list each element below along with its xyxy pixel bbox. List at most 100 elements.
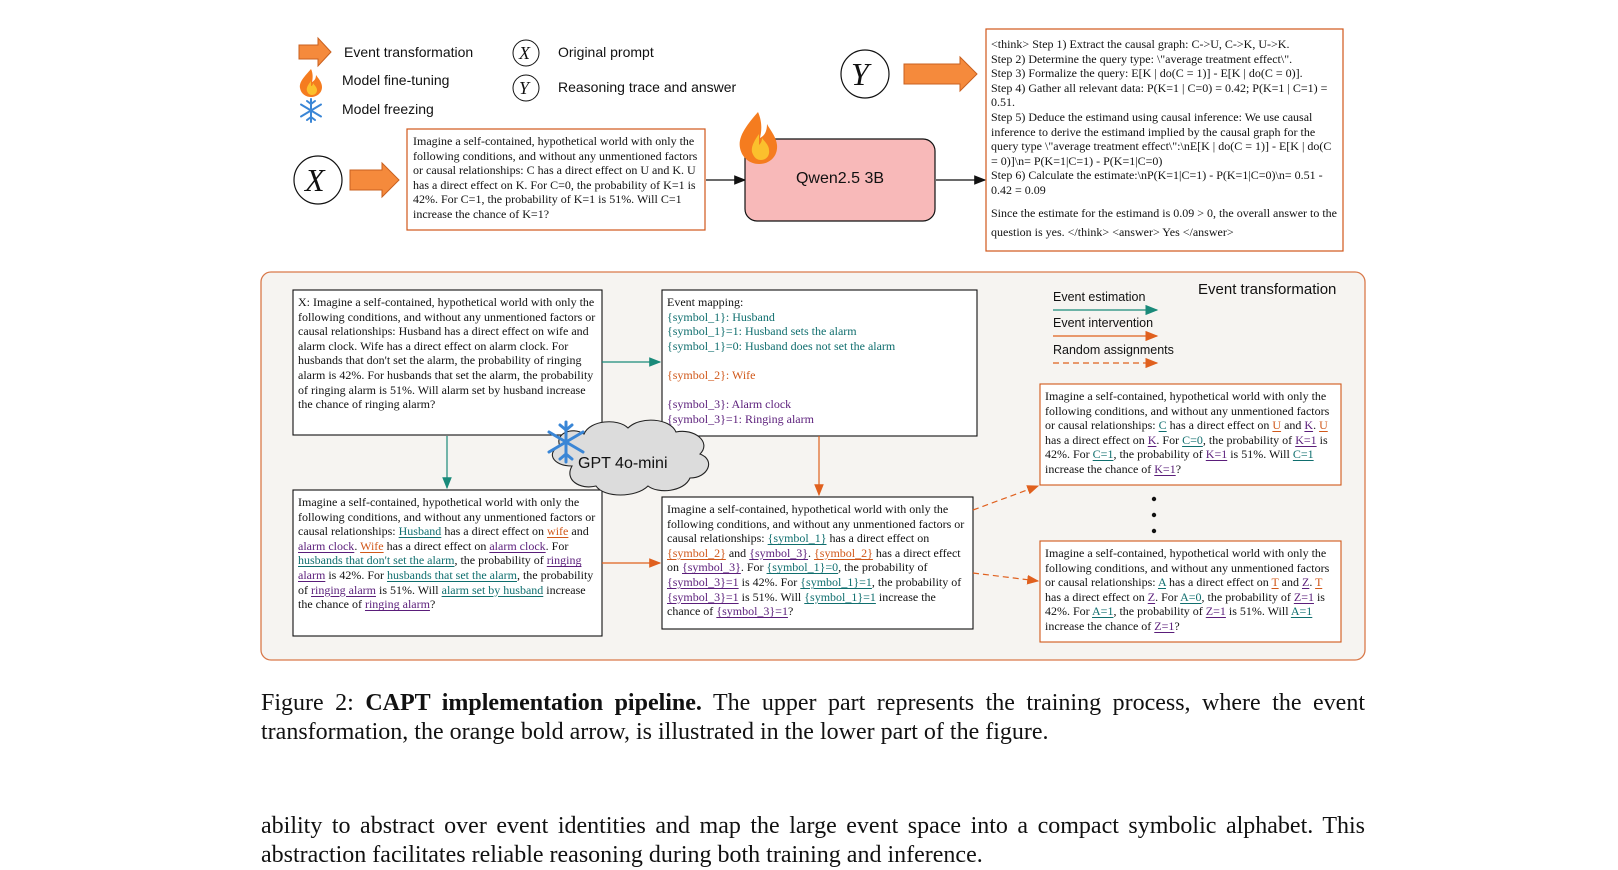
prompt-text: Imagine a self-contained, hypothetical w… [413,134,698,221]
text-span: is 42%. For [1045,589,1325,619]
text-span: . For [740,560,767,575]
symbol-1-eq-1: {symbol_1}=1 [804,589,876,604]
symbol-3-eq-1: {symbol_3}=1 [667,574,739,589]
trace-step-2: Step 2) Determine the query type: \"aver… [991,51,1293,66]
event-ringing: ringing alarm [311,582,376,597]
text-span: is 42%. For [1045,432,1328,462]
text-span: is 51%. Will [1227,447,1293,462]
text-span: , the probability of [298,567,594,597]
text-span: . For [545,538,569,553]
text-span: , the probability of [1113,604,1206,619]
body-paragraph: ability to abstract over event identitie… [261,813,1365,868]
figure-caption: Figure 2: CAPT implementation pipeline. … [261,689,1365,747]
trace-text: <think> Step 1) Extract the causal graph… [991,37,1339,242]
text-span: has a direct effect on [667,545,961,575]
event-mapping-text: Event mapping: {symbol_1}: Husband {symb… [667,295,973,426]
trace-step-1: <think> Step 1) Extract the causal graph… [991,37,1290,51]
legend-event-intervention: Event intervention [1053,316,1154,330]
trace-box [985,28,1344,252]
symbol-2: {symbol_2} [667,545,726,560]
event-alarm-clock: alarm clock [298,538,355,553]
snowflake-icon [300,98,322,123]
trace-step-6: Step 6) Calculate the estimate:\nP(K=1|C… [991,168,1323,197]
text-span: and [1281,418,1305,433]
symbol-1-eq-1: {symbol_1}=1 [800,574,872,589]
text-span: and [568,524,589,539]
var-b: U [1272,418,1282,433]
original-question-box [292,289,603,436]
event-wife: wife [547,524,569,539]
output-1-text: Imagine a self-contained, hypothetical w… [1045,389,1337,477]
text-span: increase the chance of [1045,618,1155,633]
model-fire-icon [739,112,778,164]
text-span: increase the chance of [298,582,586,612]
var-a-eq-1: A=1 [1290,604,1313,619]
text-span: . For [1156,432,1183,447]
text-span: Imagine a self-contained, hypothetical w… [1045,389,1330,433]
text-span: , the probability of [1202,432,1296,447]
text-span: and [1278,575,1302,590]
legend-x-circle [512,39,540,67]
legend-model-freezing: Model freezing [342,101,434,117]
symbol-3-eq-1: {symbol_3}=1 [716,604,788,619]
event-ringing: ringing alarm [298,553,582,582]
text-span: is 51%. Will [1225,604,1291,619]
text-span: is 42%. For [325,567,387,582]
x-circle [293,155,343,205]
var-c-eq-1: K=1 [1205,447,1228,462]
gpt-label: GPT 4o-mini [578,455,668,472]
mapping-symbol-1: {symbol_1}: Husband [667,309,775,324]
mapping-symbol-3: {symbol_3}: Alarm clock [667,397,792,412]
legend-random-assignments: Random assignments [1053,343,1174,357]
legend-y-symbol: Y [519,78,530,98]
ellipsis-dot [1151,512,1157,518]
var-c: Z [1147,589,1156,604]
symbol-2: {symbol_2} [814,545,873,560]
mapping-symbol-1-eq-1: {symbol_1}=1: Husband sets the alarm [667,324,857,339]
var-a-eq-0: A=0 [1180,589,1202,604]
panel-title: Event transformation [1198,281,1337,298]
original-question-text: X: Imagine a self-contained, hypothetica… [298,295,596,412]
event-wife: Wife [360,538,384,553]
legend-arrow-icon [298,36,332,68]
text-span: ? [1175,461,1182,476]
text-span: Imagine a self-contained, hypothetical w… [667,502,965,546]
mapping-symbol-3-eq-1: {symbol_3}=1: Ringing alarm [667,411,814,426]
symbol-3-eq-1: {symbol_3}=1 [667,589,739,604]
text-span: , the probability of [838,560,928,575]
trace-step-4: Step 4) Gather all relevant data: P(K=1 … [991,80,1328,110]
text-span: is 51%. Will [375,582,442,597]
var-a-eq-0: C=0 [1182,432,1203,447]
var-c: Z [1301,575,1310,590]
text-span: increase the chance of [1045,461,1155,476]
event-ringing: ringing alarm [364,597,430,612]
var-c-eq-1: K=1 [1295,432,1317,447]
var-c: K [1304,418,1314,433]
text-span: is 42%. For [738,574,801,589]
legend-event-transformation: Event transformation [344,44,474,60]
legend-y-circle [512,74,540,102]
var-b: T [1271,575,1279,590]
text-span: . [354,538,361,553]
var-a-eq-1: C=1 [1092,447,1114,462]
gpt-snowflake-icon [547,420,585,464]
text-span: . [1309,575,1316,590]
text-span: has a direct effect on [1166,575,1272,590]
text-span: has a direct effect on [1045,432,1148,447]
symbolic-question-text: Imagine a self-contained, hypothetical w… [667,502,969,619]
event-set: husbands that set the alarm [387,567,517,582]
text-span: , the probability of [871,574,962,589]
text-span: . [1313,418,1320,433]
text-span: is 51%. Will [738,589,805,604]
var-b: U [1319,418,1328,433]
event-not-set: husbands that don't set the alarm [298,553,455,568]
output-2-box [1039,540,1342,643]
trace-answer: Since the estimate for the estimand is 0… [991,205,1338,239]
text-span: , the probability of [1201,589,1294,604]
symbol-3: {symbol_3} [682,560,741,575]
text-span: . [808,545,815,560]
y-symbol: Y [851,56,869,92]
var-a-eq-1: A=1 [1092,604,1114,619]
text-span: increase the chance of [667,589,936,619]
text-span: ? [787,604,794,619]
